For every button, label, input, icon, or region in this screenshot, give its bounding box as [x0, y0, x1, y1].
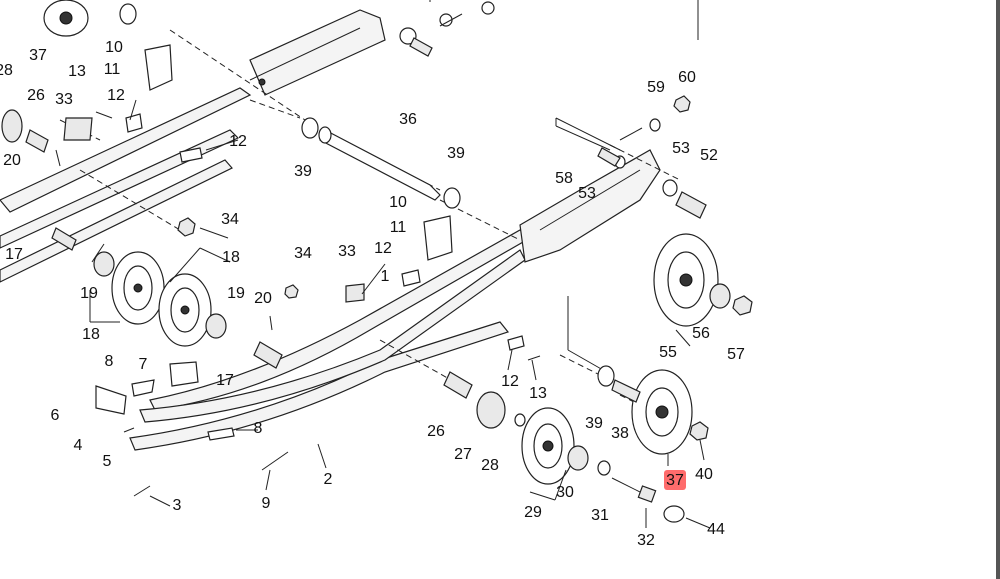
callout-33: 33 — [55, 91, 73, 108]
callout-8: 8 — [105, 353, 114, 370]
callout-8: 8 — [254, 420, 263, 437]
callout-60: 60 — [678, 69, 696, 86]
callout-29: 29 — [524, 504, 542, 521]
callout-13: 13 — [68, 63, 86, 80]
callout-7: 7 — [139, 356, 148, 373]
callout-20: 20 — [254, 290, 272, 307]
callout-37-highlighted: 37 — [666, 472, 684, 489]
callout-27: 27 — [454, 446, 472, 463]
callout-5: 5 — [103, 453, 112, 470]
wheel-18-left — [111, 251, 165, 325]
callout-12: 12 — [229, 133, 247, 150]
callout-34: 34 — [221, 211, 239, 228]
callout-39: 39 — [585, 415, 603, 432]
callout-39: 39 — [447, 145, 465, 162]
callout-19: 19 — [227, 285, 245, 302]
reference-frame-lines — [429, 0, 699, 375]
callout-13: 13 — [529, 385, 547, 402]
callout-18: 18 — [222, 249, 240, 266]
bearings-washers — [1, 1, 731, 523]
wheel-55 — [653, 233, 719, 327]
callout-12: 12 — [107, 87, 125, 104]
callout-55: 55 — [659, 344, 677, 361]
callout-18: 18 — [82, 326, 100, 343]
callout-12: 12 — [501, 373, 519, 390]
wheel-37 — [631, 369, 693, 455]
lower-slide-rail — [129, 149, 661, 451]
callout-39: 39 — [294, 163, 312, 180]
callout-56: 56 — [692, 325, 710, 342]
callout-30: 30 — [556, 484, 574, 501]
callout-17: 17 — [5, 246, 23, 263]
wheel-18-right — [158, 273, 212, 347]
leader-lines — [89, 99, 711, 529]
callout-40: 40 — [695, 466, 713, 483]
callout-11: 11 — [390, 219, 407, 236]
callout-26: 26 — [427, 423, 445, 440]
callout-53: 53 — [672, 140, 690, 157]
callout-17: 17 — [216, 372, 234, 389]
shafts-spacers — [25, 37, 707, 415]
callout-52: 52 — [700, 147, 718, 164]
callout-32: 32 — [637, 532, 655, 549]
wheel-29 — [521, 407, 575, 485]
callout-10: 10 — [389, 194, 407, 211]
nuts — [177, 95, 753, 441]
idler-wheel-group — [43, 0, 719, 485]
upper-slide-rail — [0, 9, 386, 283]
callout-numbers: 3710112813263312122036393934101112343311… — [0, 39, 745, 549]
callout-12: 12 — [374, 240, 392, 257]
callout-36: 36 — [399, 111, 417, 128]
callout-19: 19 — [80, 285, 98, 302]
callout-33: 33 — [338, 243, 356, 260]
callout-38: 38 — [611, 425, 629, 442]
callout-6: 6 — [51, 407, 60, 424]
callout-28: 28 — [481, 457, 499, 474]
callout-44: 44 — [707, 521, 725, 538]
callout-11: 11 — [104, 61, 121, 78]
callout-1: 1 — [381, 268, 390, 285]
callout-4: 4 — [74, 437, 83, 454]
callout-26: 26 — [27, 87, 45, 104]
callout-20: 20 — [3, 152, 21, 169]
callout-2: 2 — [324, 471, 333, 488]
callout-31: 31 — [591, 507, 609, 524]
callout-53: 53 — [578, 185, 596, 202]
callout-59: 59 — [647, 79, 665, 96]
callout-37: 37 — [29, 47, 47, 64]
highlighted-callout-37 — [664, 470, 686, 490]
callout-58: 58 — [555, 170, 573, 187]
wheel-37-top-left — [43, 0, 89, 37]
callout-57: 57 — [727, 346, 745, 363]
callout-28: 28 — [0, 62, 13, 79]
window-edge — [996, 0, 1000, 579]
callout-10: 10 — [105, 39, 123, 56]
callout-3: 3 — [173, 497, 182, 514]
callout-34: 34 — [294, 245, 312, 262]
callout-9: 9 — [262, 495, 271, 512]
brackets — [63, 44, 525, 441]
bolts — [55, 13, 657, 503]
